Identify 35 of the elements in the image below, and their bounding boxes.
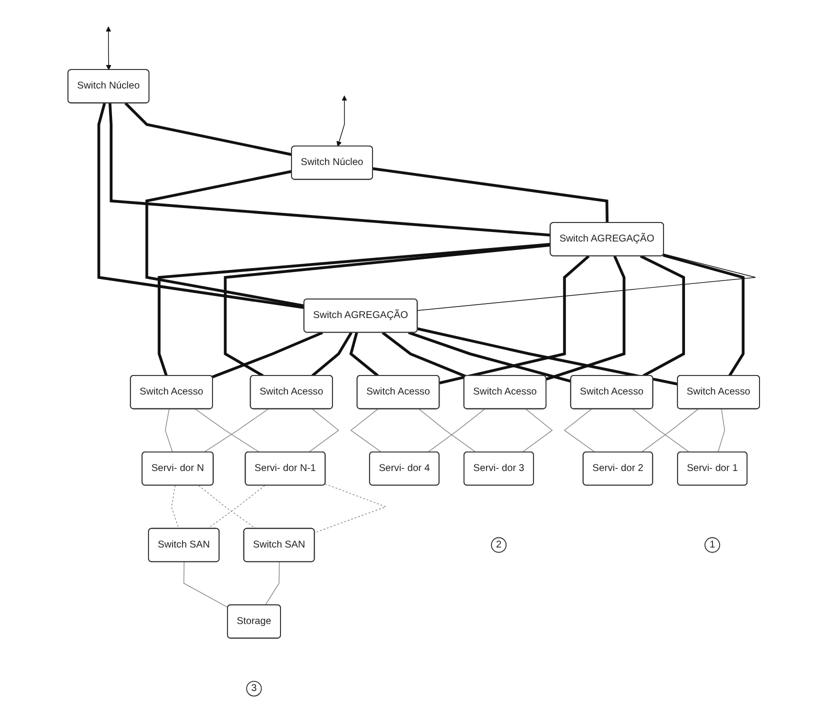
connector (164, 408, 173, 453)
connector (640, 408, 698, 453)
node-circle: 3 (246, 680, 262, 696)
connector (198, 485, 256, 530)
node-circle: 2 (490, 537, 506, 553)
connector (372, 167, 608, 223)
connector (145, 170, 304, 308)
connector (438, 255, 590, 384)
connector (408, 331, 572, 383)
arrow (336, 96, 347, 147)
connector (311, 332, 352, 377)
connector (183, 562, 228, 608)
connector (632, 408, 690, 453)
node-circle: 1 (704, 537, 720, 553)
connector (717, 408, 725, 453)
connector (418, 408, 476, 453)
connector (264, 562, 280, 606)
connector (203, 408, 268, 453)
connector (662, 254, 744, 376)
connector (108, 103, 550, 236)
connector (97, 102, 304, 310)
connector (546, 256, 626, 381)
connector (382, 331, 466, 378)
connector (212, 331, 323, 378)
connector (158, 242, 550, 376)
connector (417, 327, 678, 386)
connector (224, 244, 550, 377)
connector (416, 254, 756, 311)
connector (640, 254, 685, 377)
connector (124, 102, 292, 156)
connector (427, 408, 485, 453)
connector (314, 484, 387, 534)
connector (170, 485, 179, 530)
arrow (106, 26, 112, 70)
connector (194, 408, 260, 453)
